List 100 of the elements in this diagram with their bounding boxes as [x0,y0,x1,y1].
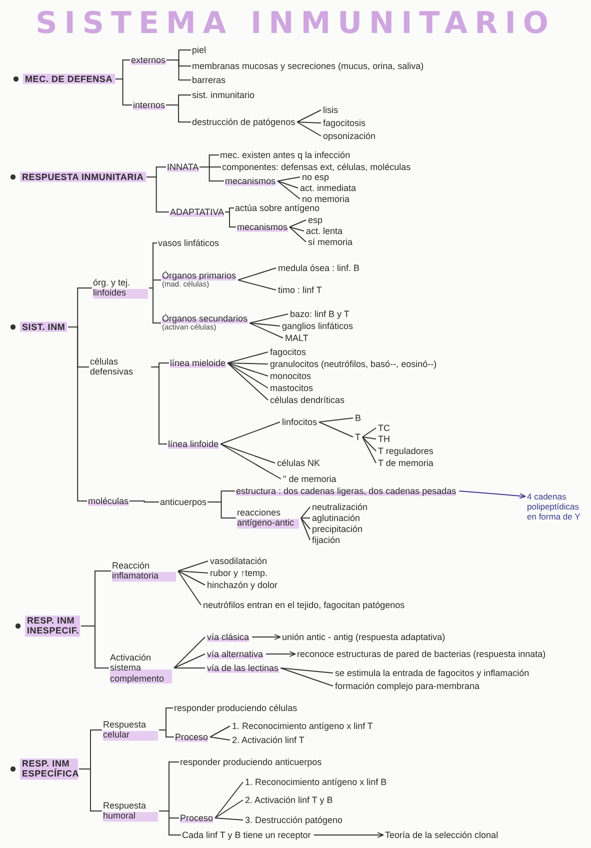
bracket-line [362,436,376,464]
bracket-line [277,180,298,188]
branch-text: reacciones antígeno-antic [237,508,299,528]
bracket-line [280,668,334,686]
branch-text: Órganos secundarios [162,314,248,324]
bracket-line [210,726,230,738]
bracket-line [227,362,268,376]
bracket-line [78,768,102,812]
branch-text: destrucción de patógenos [192,116,296,128]
branch-text: TH [378,434,390,444]
bracket-line [362,428,376,438]
branch-text: 1. Reconocimiento antígeno x linf B [245,776,387,788]
branch-text: 4 cadenas polipeptídicas en forma de Y [527,492,582,522]
branch-text: anticuerpos [160,496,207,508]
bracket-line [158,730,174,738]
bracket-line [296,110,322,122]
branch-text: act. lenta [306,226,343,236]
branch-text: medula ósea : linf. B [278,262,360,274]
branch-text: aglutinación [312,512,360,524]
branch-text: Proceso [175,732,208,742]
branch-text: hinchazón y dolor [207,580,278,590]
bracket-line [280,668,334,674]
branch-text: vasodilatación [210,556,268,566]
branch-text: neutrófilos entran en el tejido, fagocitan patógenos [203,600,405,610]
branch-text: responder produciendo células [174,702,298,714]
bracket-line [129,500,160,502]
branch-text: B [355,412,362,424]
branch-text: ADAPTATIVA [170,206,224,218]
branch-text: mecanismos [237,222,288,232]
branch-text: vasos linfáticos [158,238,220,248]
arrow [458,490,526,499]
branch-text: 2. Activación linf T y B [245,794,333,806]
branch-text: Reacción inflamatoria [112,560,176,582]
branch-text: " de memoria [283,474,336,484]
branch-text: barreras [192,74,226,86]
branch-text: vía clásica [207,632,250,642]
branch-text: monocitos [270,370,312,382]
branch-text: bazo: linf B y T [290,308,350,320]
bracket-line [300,506,310,518]
bracket-line [289,226,304,232]
bracket-line [115,78,132,106]
bracket-line [224,212,236,228]
branch-text: esp [308,214,323,226]
branch-text: mastocitos [270,382,314,394]
bracket-line [277,176,300,182]
branch-text: fijación [312,534,340,546]
branch-text: fagocitosis [323,118,366,128]
branch-text: moléculas [88,496,129,506]
bracket-line [289,220,306,228]
main-topic: MEC. DE DEFENSA [23,74,115,84]
branch-text: ganglios linfáticos [282,320,354,332]
branch-text: mecanismos [225,176,276,186]
branch-text: externos [131,54,166,66]
main-topic: RESP. INM INESPECIF. [25,616,80,636]
branch-text: línea linfoide [168,438,219,450]
main-topic: RESPUESTA INMUNITARIA [20,172,146,182]
bracket-line [318,422,354,438]
bracket-line [300,518,310,530]
branch-text: act. inmediata [300,182,356,194]
bracket-line [227,362,268,364]
branch-text: células dendríticas [270,394,345,406]
bracket-line [227,352,268,364]
branch-text: rubor y ↑temp. [210,568,268,578]
branch-text: precipitación [312,524,363,534]
branch-text: estructura : dos cadenas ligeras, dos cadenas pesadas [236,486,456,496]
main-topic: RESP. INM ESPECÍFICA [20,758,78,780]
branch-text: Cada linf T y B tiene un receptor [182,830,311,840]
bracket-line [214,782,244,818]
branch-text: formación complejo para-membrana [335,680,480,692]
bracket-line [166,60,192,80]
bracket-line [207,502,236,518]
branch-text: células NK [277,458,320,468]
branch-text: vía alternativa [207,648,264,660]
bracket-line [238,280,276,290]
branch-text: vía de las lectinas [207,662,279,674]
branch-text: actúa sobre antígeno [235,202,320,214]
branch-text: línea mieloide [170,358,226,368]
bracket-line [296,122,322,124]
bracket-line [220,422,280,444]
branch-text: T reguladores [378,446,434,456]
bracket-line [289,226,306,242]
main-topic: SIST. INM [20,322,68,332]
bracket-line [174,636,206,668]
bracket-line [296,122,322,136]
arrow [313,832,384,838]
branch-text: TC [378,422,390,434]
branch-text: fagocitos [270,346,306,358]
bracket-line [166,104,192,122]
branch-text: sist. inmunitario [192,90,255,100]
branch-text: Proceso [180,812,214,824]
branch-text: piel [192,44,206,56]
branch-text: Respuesta celular [103,720,158,740]
bracket-line [178,570,208,574]
branch-text: INNATA [167,162,199,172]
branch-text: células defensivas [90,356,134,378]
branch-text: neutralización [312,502,368,512]
branch-text: Activación sistema complemento [110,652,172,684]
bracket-line [362,436,376,452]
branch-text: no esp [302,172,330,182]
branch-text: responder produciendo anticuerpos [180,756,322,768]
